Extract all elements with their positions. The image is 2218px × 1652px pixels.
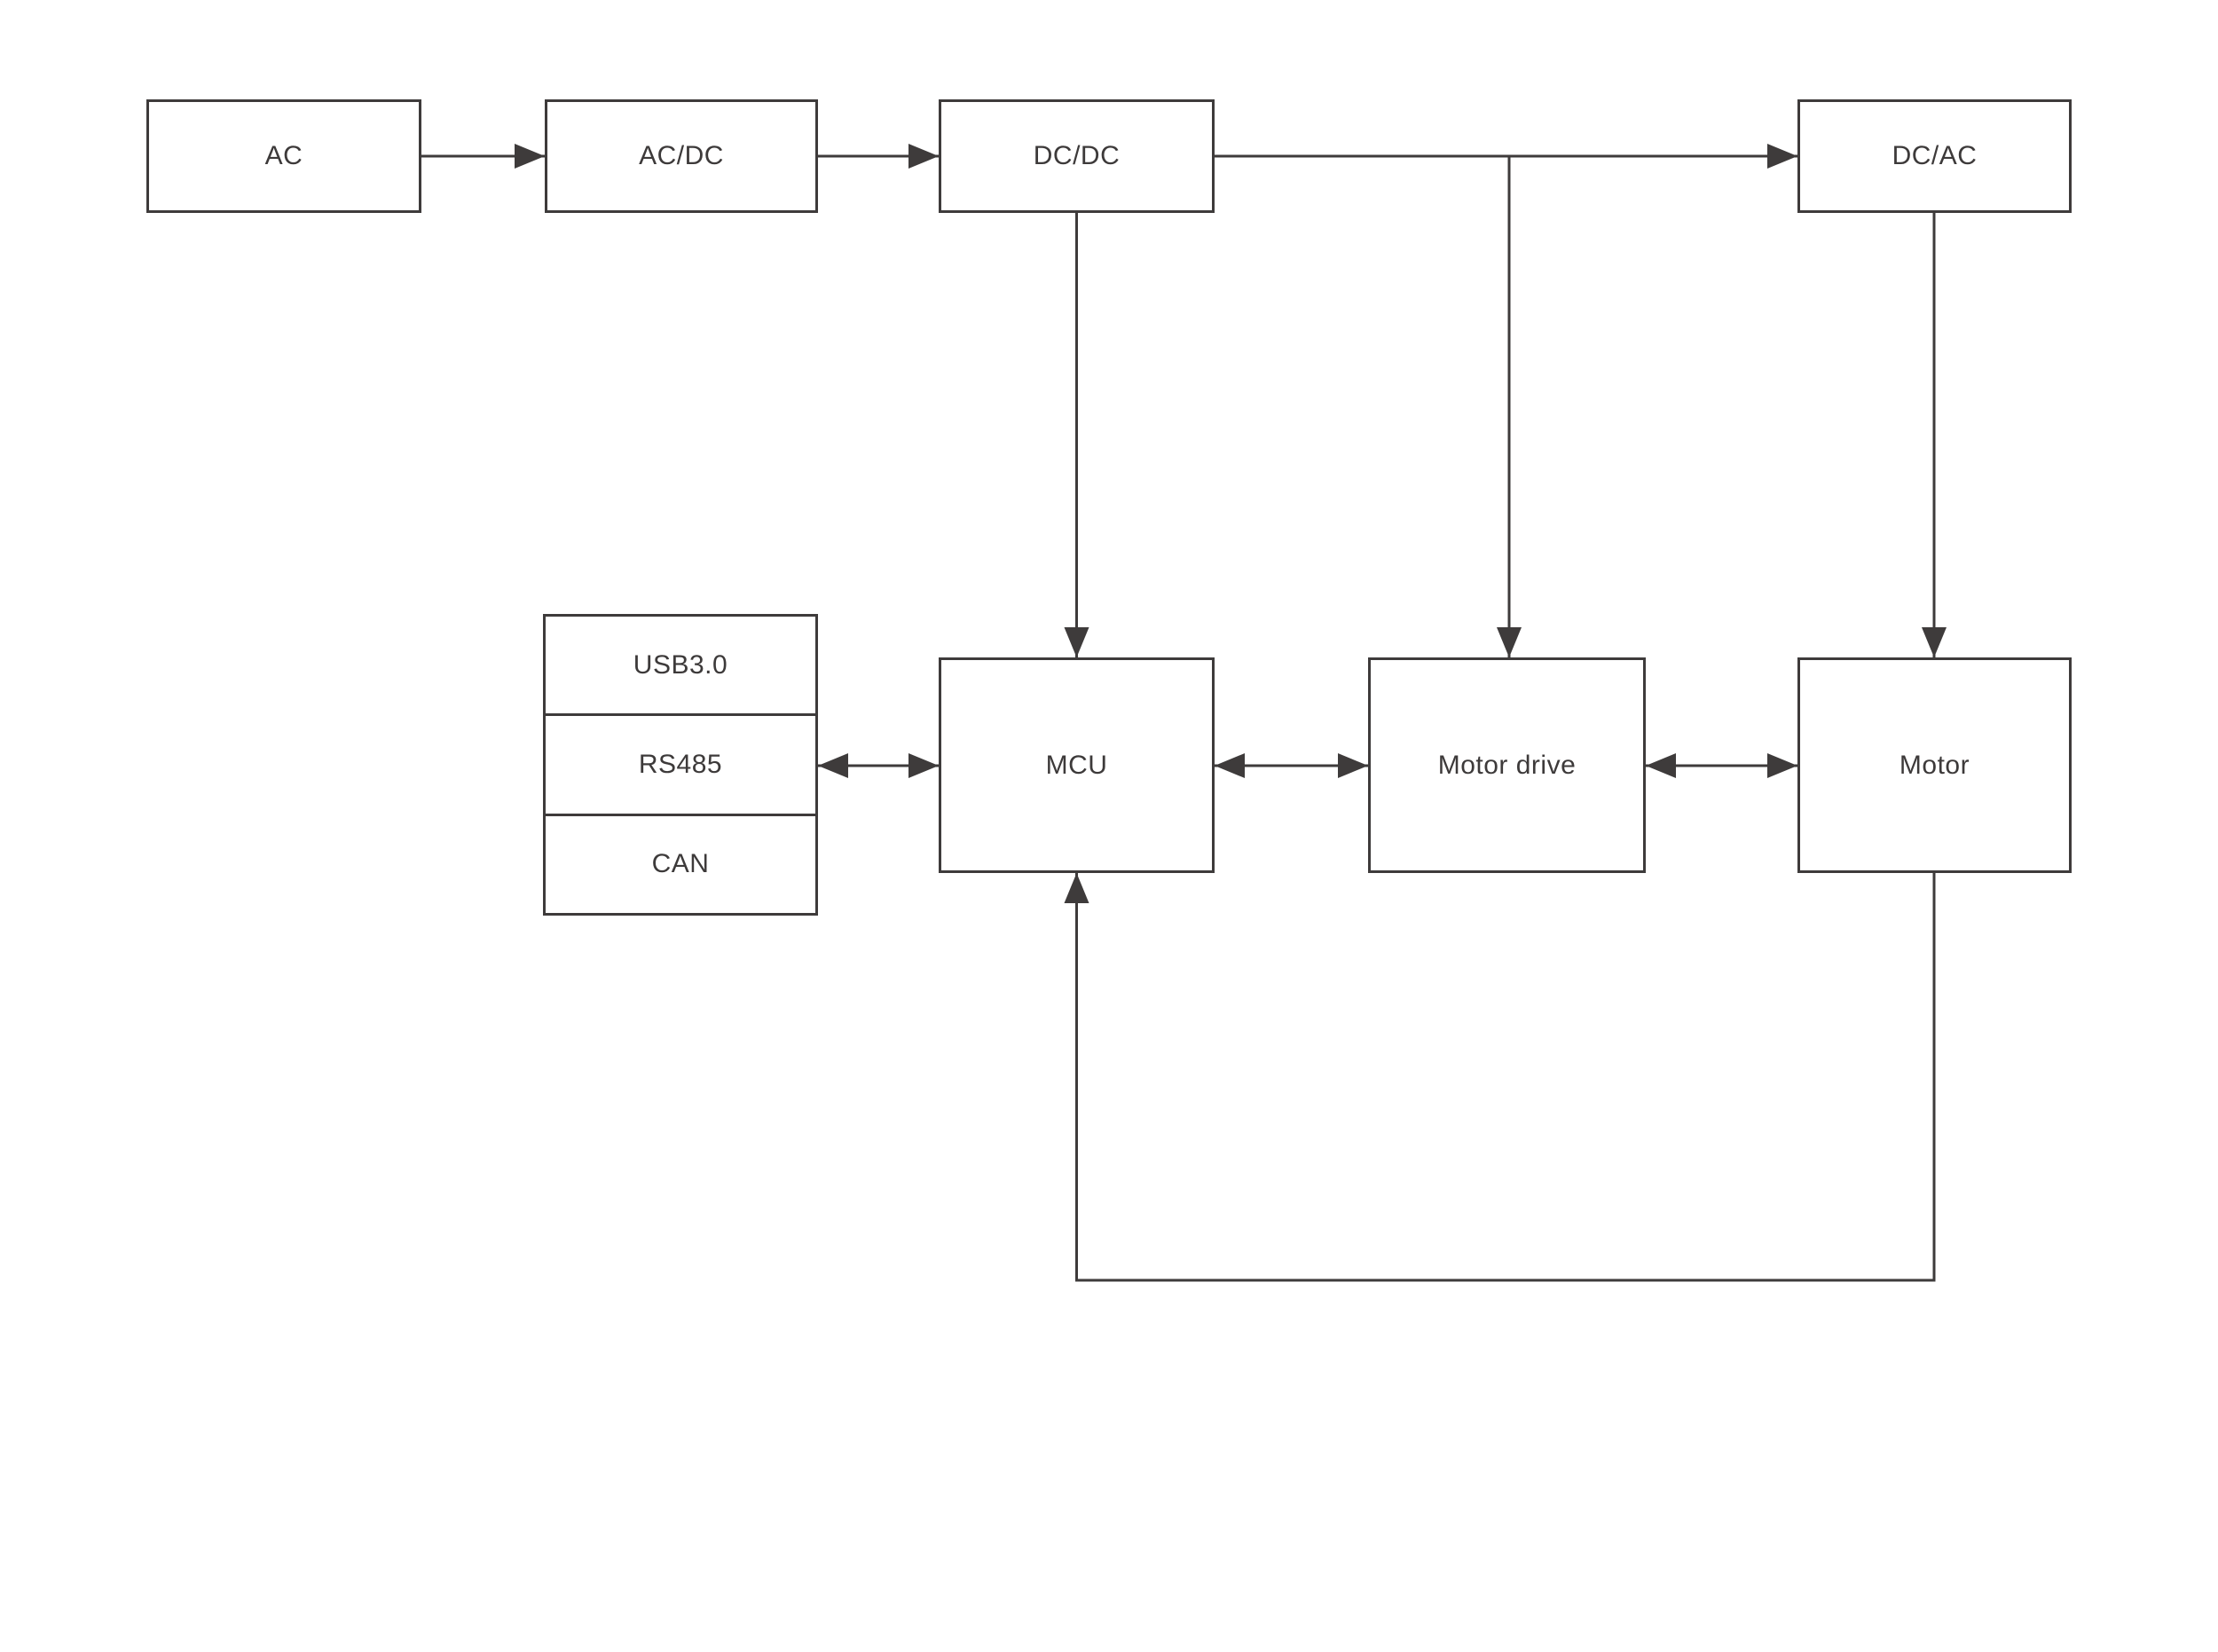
interface-cell-rs485: RS485 <box>546 713 815 813</box>
can-label: CAN <box>651 849 710 879</box>
node-motor-drive: Motor drive <box>1368 657 1646 873</box>
interface-cell-usb30: USB3.0 <box>546 617 815 713</box>
node-mcu: MCU <box>939 657 1215 873</box>
node-acdc: AC/DC <box>545 99 818 213</box>
interface-panel: USB3.0 RS485 CAN <box>543 614 818 916</box>
interface-cell-can: CAN <box>546 813 815 913</box>
usb30-label: USB3.0 <box>633 649 728 680</box>
node-ac: AC <box>146 99 421 213</box>
node-dcdc-label: DC/DC <box>1033 141 1121 170</box>
edge-motor-feedback-to-mcu <box>1064 873 1936 1282</box>
node-dcdc: DC/DC <box>939 99 1215 213</box>
rs485-label: RS485 <box>638 749 723 779</box>
node-mcu-label: MCU <box>1045 750 1108 780</box>
node-dcac-label: DC/AC <box>1892 141 1978 170</box>
node-motor-label: Motor <box>1899 750 1970 780</box>
node-acdc-label: AC/DC <box>639 141 724 170</box>
node-dcac: DC/AC <box>1797 99 2072 213</box>
node-ac-label: AC <box>264 141 303 170</box>
node-motor-drive-label: Motor drive <box>1437 750 1577 780</box>
node-motor: Motor <box>1797 657 2072 873</box>
